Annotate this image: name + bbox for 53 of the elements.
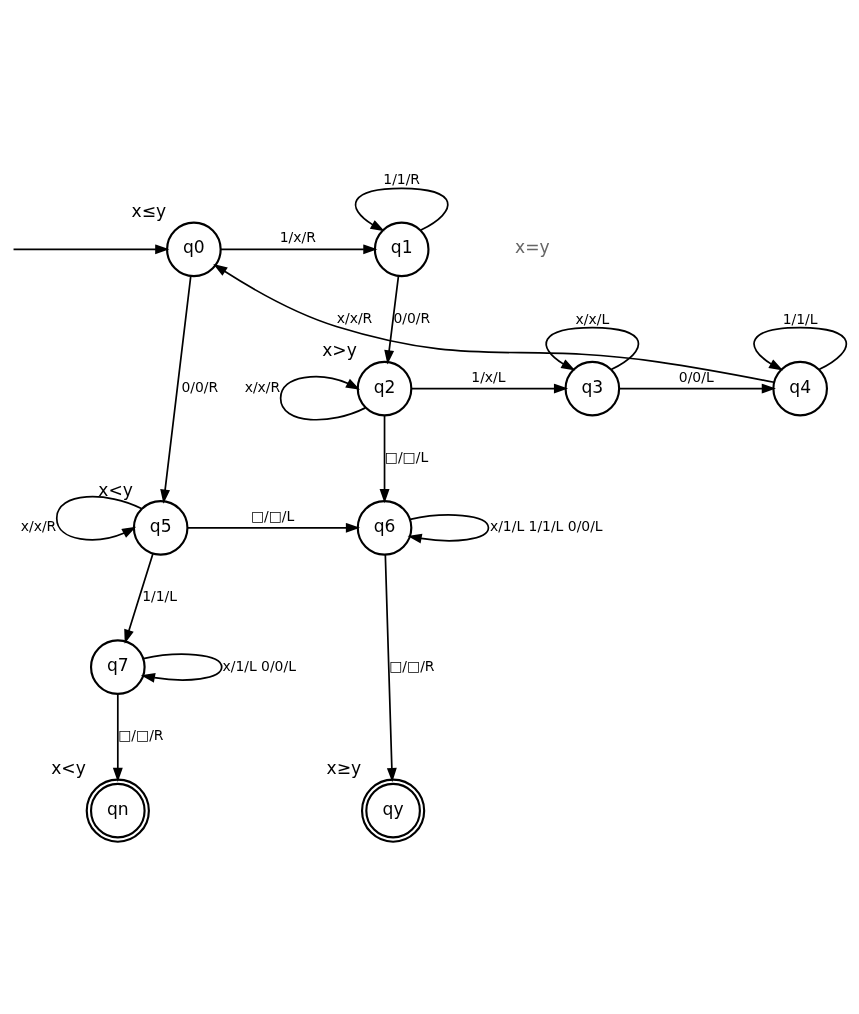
node-circle: q0 — [166, 221, 222, 277]
arrow — [384, 553, 397, 782]
label: x=y — [515, 236, 550, 257]
arrow — [384, 274, 400, 364]
edge-label: x/1/L 0/0/L — [222, 657, 296, 674]
edge-label: 1/x/L — [471, 368, 506, 385]
node-label: x≥y — [326, 757, 362, 778]
edge-label: x/x/R — [336, 309, 373, 326]
edge-label: 1/x/R — [279, 228, 316, 245]
node-circle: q7 — [89, 638, 146, 695]
arrow — [140, 652, 223, 683]
arrow — [213, 263, 775, 383]
arrow — [753, 326, 848, 371]
arrow — [407, 513, 490, 543]
node-label: x≤y — [131, 200, 167, 221]
node-circle: q2 — [356, 360, 413, 416]
node-circle: q5 — [132, 499, 189, 556]
node-label: x>y — [322, 339, 357, 360]
arrow — [160, 275, 192, 504]
edge-label: □/□/L — [250, 507, 295, 524]
arrow — [220, 243, 378, 254]
edge-label: 0/0/R — [181, 378, 219, 395]
node-circle: qn — [85, 778, 150, 843]
node-circle: q3 — [564, 360, 621, 416]
arrow — [12, 243, 170, 254]
edge-label: □/□/R — [389, 657, 435, 674]
node-label: x<y — [98, 479, 133, 499]
edge-label: 1/1/R — [383, 170, 421, 187]
edge-label: x/x/R — [244, 378, 281, 395]
arrow — [379, 414, 390, 503]
arrow — [545, 326, 640, 371]
node-circle: q1 — [373, 221, 430, 277]
edge-label: 1/1/L — [142, 587, 177, 604]
node-label: x<y — [51, 757, 86, 778]
arrow — [410, 383, 569, 394]
edge-label: x/x/L — [575, 310, 610, 327]
arrow — [124, 552, 154, 644]
edge-label: □/□/R — [118, 726, 164, 743]
node-circle: q6 — [356, 499, 413, 556]
node-circle: qy — [360, 778, 426, 843]
edge-label: 0/0/R — [393, 309, 431, 326]
node-circle: q4 — [772, 360, 828, 416]
edge-label: x/x/R — [20, 517, 57, 534]
edge-label: 0/0/L — [678, 368, 714, 385]
edge-label: □/□/L — [384, 448, 429, 465]
arrow — [112, 692, 123, 782]
arrow — [354, 186, 449, 231]
arrow — [186, 522, 360, 533]
arrow — [279, 375, 367, 421]
arrow — [55, 495, 143, 540]
edge-label: x/1/L 1/1/L 0/0/L — [489, 517, 603, 534]
edge-label: 1/1/L — [782, 310, 818, 327]
arrow — [618, 383, 776, 394]
